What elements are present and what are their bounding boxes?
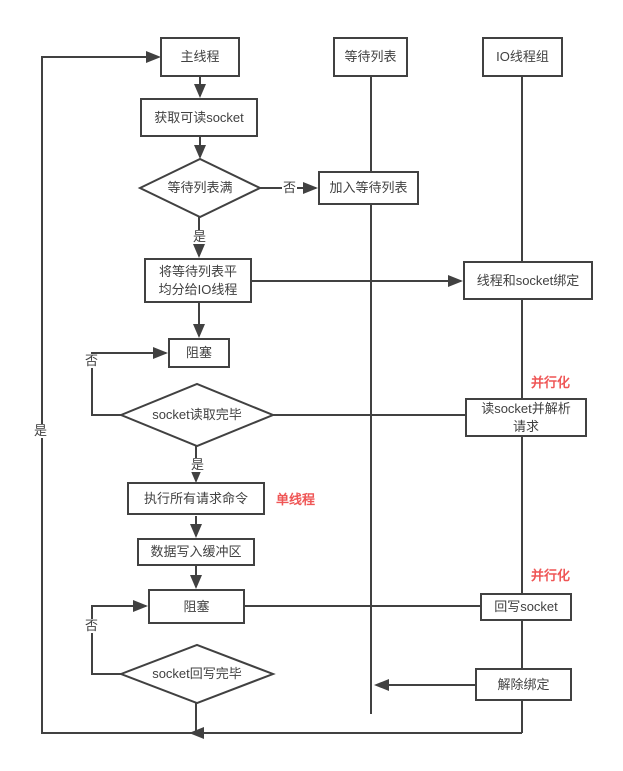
node-write-back-socket: 回写socket <box>480 593 572 621</box>
arrowhead-into-block-read <box>193 324 205 338</box>
arrowhead-into-join-wait-list <box>303 182 318 194</box>
decision-socket-write-back-done <box>118 643 276 705</box>
edge-label-yes-wait-list-full: 是 <box>192 229 208 244</box>
decision-wait-list-full <box>137 157 263 219</box>
edge-label-yes-return-to-main: 是 <box>33 423 49 438</box>
node-read-socket-parse-request: 读socket并解析 请求 <box>465 398 587 437</box>
node-write-data-to-buffer: 数据写入缓冲区 <box>137 538 255 566</box>
connector-write-done-no-loop <box>91 605 146 675</box>
arrowhead-into-execute <box>190 469 202 483</box>
decision-label-wait-list-full: 等待列表满 <box>167 180 233 195</box>
arrowhead-into-get-socket <box>194 84 206 98</box>
decision-label-socket-read-done: socket读取完毕 <box>152 407 242 422</box>
node-execute-all-commands: 执行所有请求命令 <box>127 482 265 515</box>
edge-label-yes-socket-read-done: 是 <box>190 457 206 472</box>
connector-read-done-no-loop <box>91 352 166 416</box>
arrowhead-no-into-block-read <box>153 347 168 359</box>
edge-label-no-socket-write-back-done: 否 <box>84 618 100 633</box>
arrowhead-bottom-merge <box>189 727 204 739</box>
annotation-single-thread: 单线程 <box>276 492 316 507</box>
node-wait-list-header: 等待列表 <box>333 37 408 77</box>
edge-label-no-socket-read-done: 否 <box>84 353 100 368</box>
node-main-thread: 主线程 <box>160 37 240 77</box>
annotation-parallel-write: 并行化 <box>531 568 571 583</box>
arrowhead-into-distribute <box>193 244 205 258</box>
arrowhead-into-buffer <box>190 524 202 538</box>
decision-socket-read-done <box>118 382 276 448</box>
node-get-readable-socket: 获取可读socket <box>140 98 258 137</box>
node-join-wait-list: 加入等待列表 <box>318 171 419 205</box>
arrowhead-unbind-into-wait-list <box>374 679 389 691</box>
arrowhead-no-into-block-write <box>133 600 148 612</box>
edge-label-no-wait-list-full: 否 <box>282 180 298 195</box>
node-bind-thread-socket: 线程和socket绑定 <box>463 261 593 300</box>
node-distribute-wait-list: 将等待列表平 均分给IO线程 <box>144 258 252 303</box>
node-io-thread-group-header: IO线程组 <box>482 37 563 77</box>
connector-return-loop <box>41 56 522 734</box>
arrowhead-into-bind <box>448 275 463 287</box>
arrowhead-into-block-write <box>190 575 202 589</box>
node-unbind: 解除绑定 <box>475 668 572 701</box>
node-block-write: 阻塞 <box>148 589 245 624</box>
arrowhead-into-main-thread <box>146 51 161 63</box>
annotation-parallel-read: 并行化 <box>531 375 571 390</box>
decision-label-socket-write-back-done: socket回写完毕 <box>152 666 242 681</box>
node-block-read: 阻塞 <box>168 338 230 368</box>
arrowhead-into-wait-list-full <box>194 145 206 159</box>
